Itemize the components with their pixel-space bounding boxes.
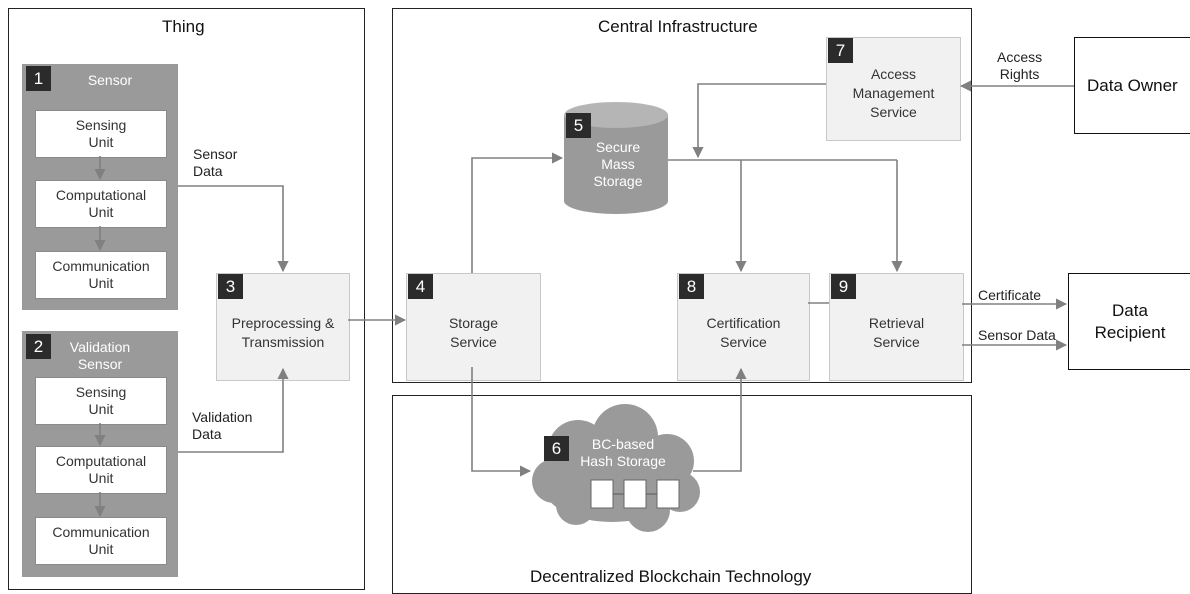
validation-sensor-title: Validation Sensor	[69, 339, 131, 372]
storage-to-hash-arrow	[471, 367, 532, 477]
preprocessing-badge: 3	[218, 274, 243, 299]
sensor-data-arrow	[178, 185, 289, 273]
hash-to-certification-arrow	[693, 367, 747, 472]
storage-to-mass-arrow	[471, 152, 564, 273]
access-rights-label: Access Rights	[997, 49, 1043, 82]
validation-data-label: Validation Data	[192, 409, 253, 442]
sensor-communication-unit: Communication Unit	[35, 251, 167, 299]
sensor-data-label: Sensor Data	[193, 146, 238, 179]
hash-storage-label: BC-based Hash Storage	[580, 436, 666, 469]
validation-computational-unit: Computational Unit	[35, 446, 167, 494]
sensor-title: Sensor	[87, 72, 133, 88]
access-management-service-box: Access Management Service	[826, 37, 961, 141]
sensor-data-out-label: Sensor Data	[978, 327, 1056, 343]
access-to-storage-arrow	[692, 83, 826, 159]
sensor-sensing-unit: Sensing Unit	[35, 110, 167, 158]
blockchain-blocks-icon	[590, 479, 680, 509]
hash-storage-badge: 6	[544, 436, 569, 461]
certification-service-badge: 8	[679, 274, 704, 299]
blockchain-title: Decentralized Blockchain Technology	[530, 567, 812, 586]
mass-storage-label: Secure Mass Storage	[593, 139, 643, 189]
central-infrastructure-title: Central Infrastructure	[598, 17, 758, 36]
data-owner-box: Data Owner	[1074, 37, 1190, 134]
validation-data-arrow	[178, 367, 289, 453]
sensor-badge: 1	[26, 66, 51, 91]
sensor-computational-unit: Computational Unit	[35, 180, 167, 228]
validation-sensor-badge: 2	[26, 334, 51, 359]
storage-service-badge: 4	[408, 274, 433, 299]
validation-sensing-unit: Sensing Unit	[35, 377, 167, 425]
thing-title: Thing	[162, 17, 205, 36]
mass-storage-badge: 5	[566, 113, 591, 138]
validation-communication-unit: Communication Unit	[35, 517, 167, 565]
retrieval-service-badge: 9	[831, 274, 856, 299]
certificate-label: Certificate	[978, 287, 1042, 303]
access-management-badge: 7	[828, 38, 853, 63]
data-recipient-box: Data Recipient	[1068, 273, 1190, 370]
